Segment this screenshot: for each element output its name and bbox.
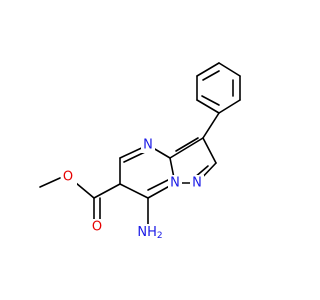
carbonyl-o-label: O (92, 220, 102, 235)
atom-label-n-ring-top: N (141, 137, 155, 153)
n-ring-top-label: N (143, 138, 153, 153)
pyrimidine-ring (119, 144, 176, 199)
label-background (190, 175, 204, 191)
amino-symbol: NH (137, 225, 157, 240)
bond (196, 62, 220, 77)
phenyl-link-bond (202, 112, 220, 139)
bond (147, 179, 169, 191)
bond (218, 62, 241, 77)
label-background (90, 219, 106, 235)
bond (175, 137, 199, 152)
bond (123, 151, 146, 163)
bond (202, 137, 217, 164)
label-background (141, 137, 155, 153)
phenyl-ring (196, 62, 241, 114)
amino-subscript: 2 (157, 231, 163, 241)
amino-label: NH2 (137, 225, 162, 242)
ether-o-label: O (63, 170, 73, 185)
atom-label-ether-o: O (61, 169, 77, 185)
bond (119, 183, 149, 199)
bond (196, 99, 220, 114)
molecule-structure-diagram: N N N NH2 O O (39, 62, 241, 241)
bond (169, 137, 204, 159)
bond (93, 183, 121, 199)
label-background (61, 169, 77, 185)
bond (75, 182, 95, 199)
methyl-bond (39, 177, 61, 188)
atom-label-n-bridge: N (168, 175, 182, 191)
atom-label-carbonyl-o: O (90, 219, 106, 235)
atom-label-amino: NH2 (137, 224, 168, 241)
bond (218, 99, 241, 114)
bond (201, 95, 220, 106)
ester-group (39, 177, 121, 221)
n-bridge-label: N (170, 176, 180, 191)
label-background (138, 224, 168, 241)
label-background (168, 175, 182, 191)
bond (202, 70, 220, 81)
n-pyrazole-label: N (192, 176, 202, 191)
atom-label-n-pyrazole: N (190, 175, 204, 191)
pyrazole-ring (169, 137, 217, 184)
